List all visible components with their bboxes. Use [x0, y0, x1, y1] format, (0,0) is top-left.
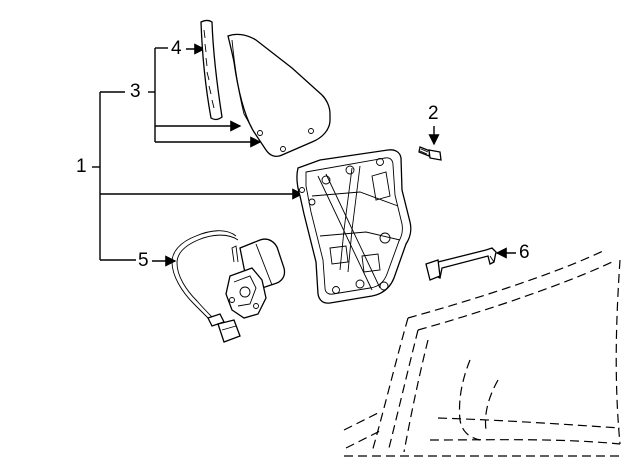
callout-4: 4 [171, 38, 182, 59]
weatherstrip-part [200, 19, 223, 121]
callout-5: 5 [138, 250, 149, 271]
callout-6: 6 [519, 242, 530, 263]
callout-2: 2 [428, 103, 439, 124]
vehicle-body-outline [343, 249, 621, 457]
regulator-plate-part [296, 149, 412, 304]
regulator-motor-part [171, 230, 286, 343]
bracket-part [425, 247, 497, 281]
door-glass-part [227, 33, 331, 157]
callout-1: 1 [76, 156, 87, 177]
callout-3: 3 [130, 81, 141, 102]
leader-lines [92, 43, 516, 267]
bolt-part [418, 146, 442, 161]
